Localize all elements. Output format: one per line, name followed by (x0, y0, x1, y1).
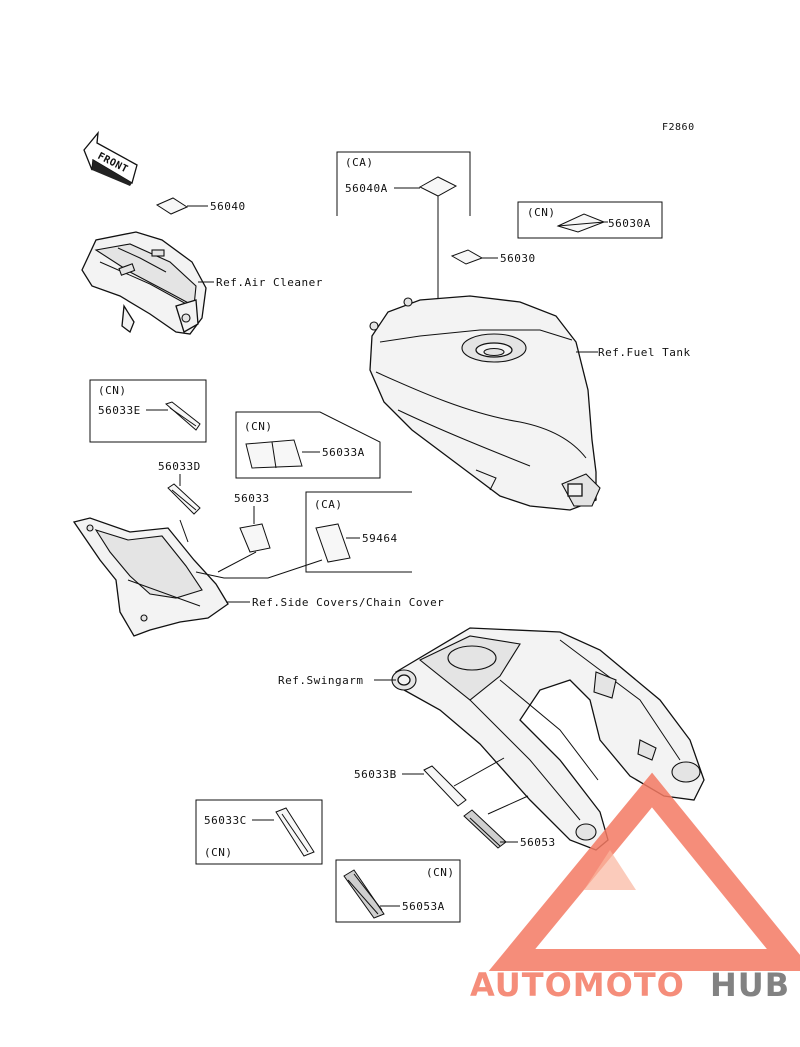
label-swingarm: Ref.Swingarm (278, 674, 363, 687)
label-59464: 59464 (362, 532, 398, 545)
cn-box1-label: (CN) (527, 206, 556, 219)
watermark-text-hub: HUB (710, 966, 790, 1004)
watermark-logo: AUTOMOTO HUB (470, 772, 800, 1004)
ca-box2-label: (CA) (314, 498, 343, 511)
ca-box1-label: (CA) (345, 156, 374, 169)
watermark-triangle-icon (488, 772, 800, 971)
label-56040: 56040 (210, 200, 246, 213)
cn-box4-label: (CN) (204, 846, 233, 859)
label-air-cleaner: Ref.Air Cleaner (216, 276, 323, 289)
fuel-tank-part (369, 295, 601, 511)
label-fuel-tank: Ref.Fuel Tank (598, 346, 691, 359)
label-56053A: 56053A (402, 900, 445, 913)
decal-56053 (463, 809, 507, 849)
figure-code: F2860 (662, 122, 695, 133)
decal-59464 (315, 523, 351, 563)
label-side-covers: Ref.Side Covers/Chain Cover (252, 596, 444, 609)
label-56040A: 56040A (345, 182, 388, 195)
decal-56040A (418, 176, 458, 197)
cn-box3-label: (CN) (244, 420, 273, 433)
cn-box2-label: (CN) (98, 384, 127, 397)
watermark-text-main: AUTOMOTO (470, 966, 685, 1004)
front-arrow-icon: FRONT (83, 130, 138, 186)
decal-56053A (343, 869, 385, 919)
label-56033E: 56033E (98, 404, 141, 417)
label-56033B: 56033B (354, 768, 397, 781)
decal-56033B (423, 765, 467, 807)
label-56030A: 56030A (608, 217, 651, 230)
label-56033D: 56033D (158, 460, 201, 473)
side-cover-part (72, 517, 229, 637)
label-56030: 56030 (500, 252, 536, 265)
swingarm-part (391, 627, 705, 851)
air-cleaner-part (81, 231, 207, 335)
label-56033: 56033 (234, 492, 270, 505)
decal-56030 (450, 249, 484, 265)
cn-box5-label: (CN) (426, 866, 455, 879)
decal-56040 (155, 197, 189, 215)
label-56033A: 56033A (322, 446, 365, 459)
label-56053: 56053 (520, 836, 556, 849)
decal-56033C (275, 807, 315, 857)
decal-56033 (239, 523, 271, 553)
label-56033C: 56033C (204, 814, 247, 827)
